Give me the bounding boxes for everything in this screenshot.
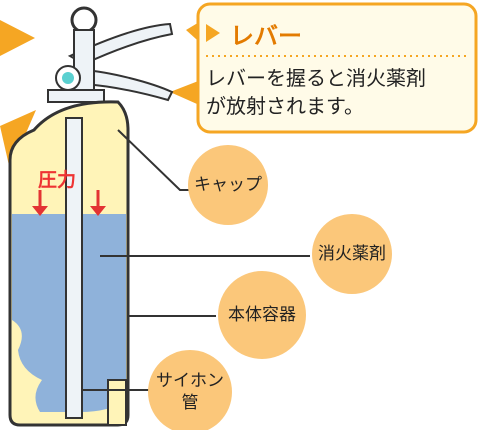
label-siphon: サイホン 管 xyxy=(150,370,230,414)
callout-line2: が放射されます。 xyxy=(206,94,364,118)
label-siphon-line1: サイホン xyxy=(156,371,224,391)
label-agent: 消火薬剤 xyxy=(318,244,386,264)
pull-ring xyxy=(70,6,98,34)
pressure-arrow-right-head xyxy=(90,206,106,216)
base-stand xyxy=(107,379,127,426)
gauge-face xyxy=(62,72,74,84)
lever-bottom xyxy=(83,68,174,102)
bubble-cap xyxy=(188,145,268,225)
bubble-siphon xyxy=(148,350,232,430)
bubble-body xyxy=(218,271,306,359)
callout-body: レバーを握ると消火薬剤 が放射されます。 xyxy=(206,64,470,120)
lever-top xyxy=(67,22,174,66)
callout-line1: レバーを握ると消火薬剤 xyxy=(206,66,426,90)
label-siphon-line2: 管 xyxy=(181,393,199,413)
callout-box xyxy=(196,2,478,134)
callout-title: レバー xyxy=(206,14,476,52)
cap-top xyxy=(47,89,105,103)
ray-top-left xyxy=(0,20,35,56)
callout-title-text: レバー xyxy=(230,21,302,50)
callout-triangle-icon xyxy=(206,24,220,42)
label-cap: キャップ xyxy=(194,175,262,195)
label-body: 本体容器 xyxy=(228,305,296,325)
pressure-arrow-left-head xyxy=(32,206,48,216)
siphon-tube xyxy=(65,117,83,419)
pressure-label: 圧力 xyxy=(38,169,77,191)
bubble-agent xyxy=(312,214,392,294)
